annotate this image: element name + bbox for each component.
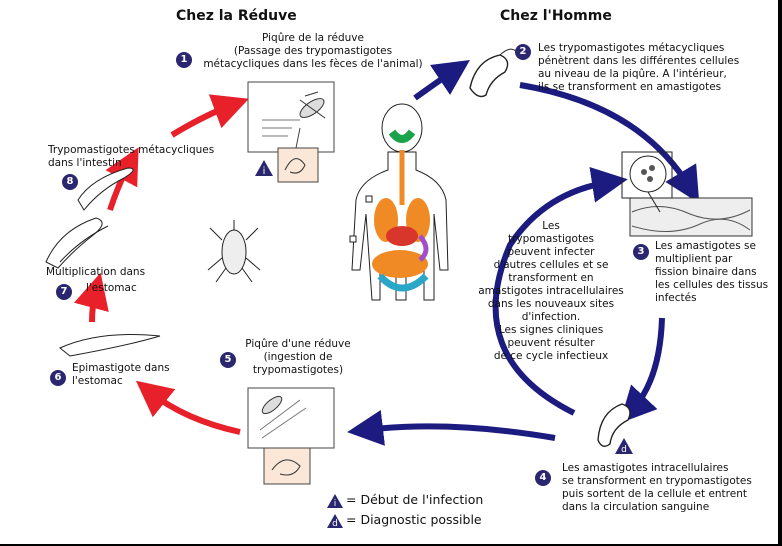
diagnostic-marker: d [615,438,633,455]
inner-cycle-line: trypomastigotes [474,233,628,246]
infection-legend-icon: i [326,493,344,509]
step-badge-7: 7 [56,284,72,300]
diagnostic-legend-icon: d [326,513,344,529]
step-5-line: Piqûre d'une réduve [238,338,358,351]
step-badge-6: 6 [50,370,66,386]
step-2-line: Les trypomastigotes métacycliques [538,42,739,55]
step-3-text: Les amastigotes se multiplient par fissi… [655,240,768,305]
heading-human: Chez l'Homme [500,8,612,24]
step-badge-2: 2 [515,44,531,60]
human-body [350,104,448,300]
step-7-line-2: l'estomac [86,282,137,295]
step-1-line: (Passage des trypomastigotes [200,45,426,58]
arrow-1-to-2 [415,70,455,98]
epimastigote-6 [60,335,160,357]
trypomastigote-8 [78,168,133,210]
inner-cycle-line: de ce cycle infectieux [474,350,628,363]
arrow-3-to-4 [632,318,662,410]
svg-text:d: d [621,445,627,455]
step-3-line: Les amastigotes se [655,240,768,253]
step-2-line: pénètrent dans les différentes cellules [538,55,739,68]
heading-vector: Chez la Réduve [176,8,297,24]
arrow-5-to-6 [150,392,240,432]
step-badge-8: 8 [62,174,78,190]
step-2-line: au niveau de la piqûre. A l'intérieur, [538,68,739,81]
step-badge-1: 1 [176,52,192,68]
svg-text:i: i [334,499,337,509]
step-4-line: dans la circulation sanguine [562,501,752,514]
step-6-text: Epimastigote dans l'estomac [72,362,170,388]
inner-cycle-line: dans les nouveaux sites [474,298,628,311]
step-3-line: multiplient par [655,253,768,266]
step-badge-3: 3 [633,244,649,260]
epimastigote-7 [46,218,102,268]
legend-diagnostic: d = Diagnostic possible [326,512,482,529]
inner-cycle-line: peuvent infecter [474,246,628,259]
inner-cycle-line: Les signes cliniques [474,324,628,337]
legend-infection-text: = Début de l'infection [346,492,483,507]
step-1-line: métacycliques dans les fèces de l'animal… [200,58,426,71]
step-badge-5: 5 [220,352,236,368]
step-7-line-1: Multiplication dans [46,266,145,279]
step-2-line: ils se transforment en amastigotes [538,81,739,94]
step-6-line: Epimastigote dans [72,362,170,375]
step-badge-4: 4 [535,470,551,486]
inner-cycle-line: d'infection. [474,311,628,324]
svg-text:i: i [263,166,266,177]
inner-cycle-line: Les [474,220,628,233]
step-5-line: (ingestion de [238,351,358,364]
reduviid-bug [208,220,260,282]
trypomastigote-2 [470,55,508,96]
bite-panel-5 [248,388,334,484]
step-8-text: Trypomastigotes métacycliques dans l'int… [48,144,214,170]
inner-cycle-line: d'autres cellules et se [474,259,628,272]
step-4-line: se transforment en trypomastigotes [562,475,752,488]
step-5-text: Piqûre d'une réduve (ingestion de trypom… [238,338,358,377]
step-2-text: Les trypomastigotes métacycliques pénètr… [538,42,739,94]
step-3-line: fission binaire dans [655,266,768,279]
step-4-line: Les amastigotes intracellulaires [562,462,752,475]
arrow-4-to-5 [365,426,555,438]
step-5-line: trypomastigotes) [238,364,358,377]
step-3-line: infectés [655,292,768,305]
inner-cycle-line: amastigotes intracellulaires [474,285,628,298]
arrow-8-to-1 [172,105,232,135]
step-8-line: Trypomastigotes métacycliques [48,144,214,157]
svg-text:d: d [332,519,338,529]
infection-marker: i [255,160,273,177]
step-1-line: Piqûre de la réduve [200,32,426,45]
inner-cycle-line: peuvent résulter [474,337,628,350]
inner-cycle-line: transforment en [474,272,628,285]
legend-infection: i = Début de l'infection [326,492,483,509]
step-3-line: les cellules des tissus [655,279,768,292]
step-4-line: puis sortent de la cellule et entrent [562,488,752,501]
trypomastigote-4 [598,404,630,446]
infected-tissue-3 [622,152,752,236]
step-6-line: l'estomac [72,375,170,388]
step-1-text: Piqûre de la réduve (Passage des trypoma… [200,32,426,71]
legend-diagnostic-text: = Diagnostic possible [346,512,482,527]
step-8-line: dans l'intestin [48,157,214,170]
inner-cycle-text: Les trypomastigotes peuvent infecter d'a… [474,220,628,363]
step-4-text: Les amastigotes intracellulaires se tran… [562,462,752,514]
